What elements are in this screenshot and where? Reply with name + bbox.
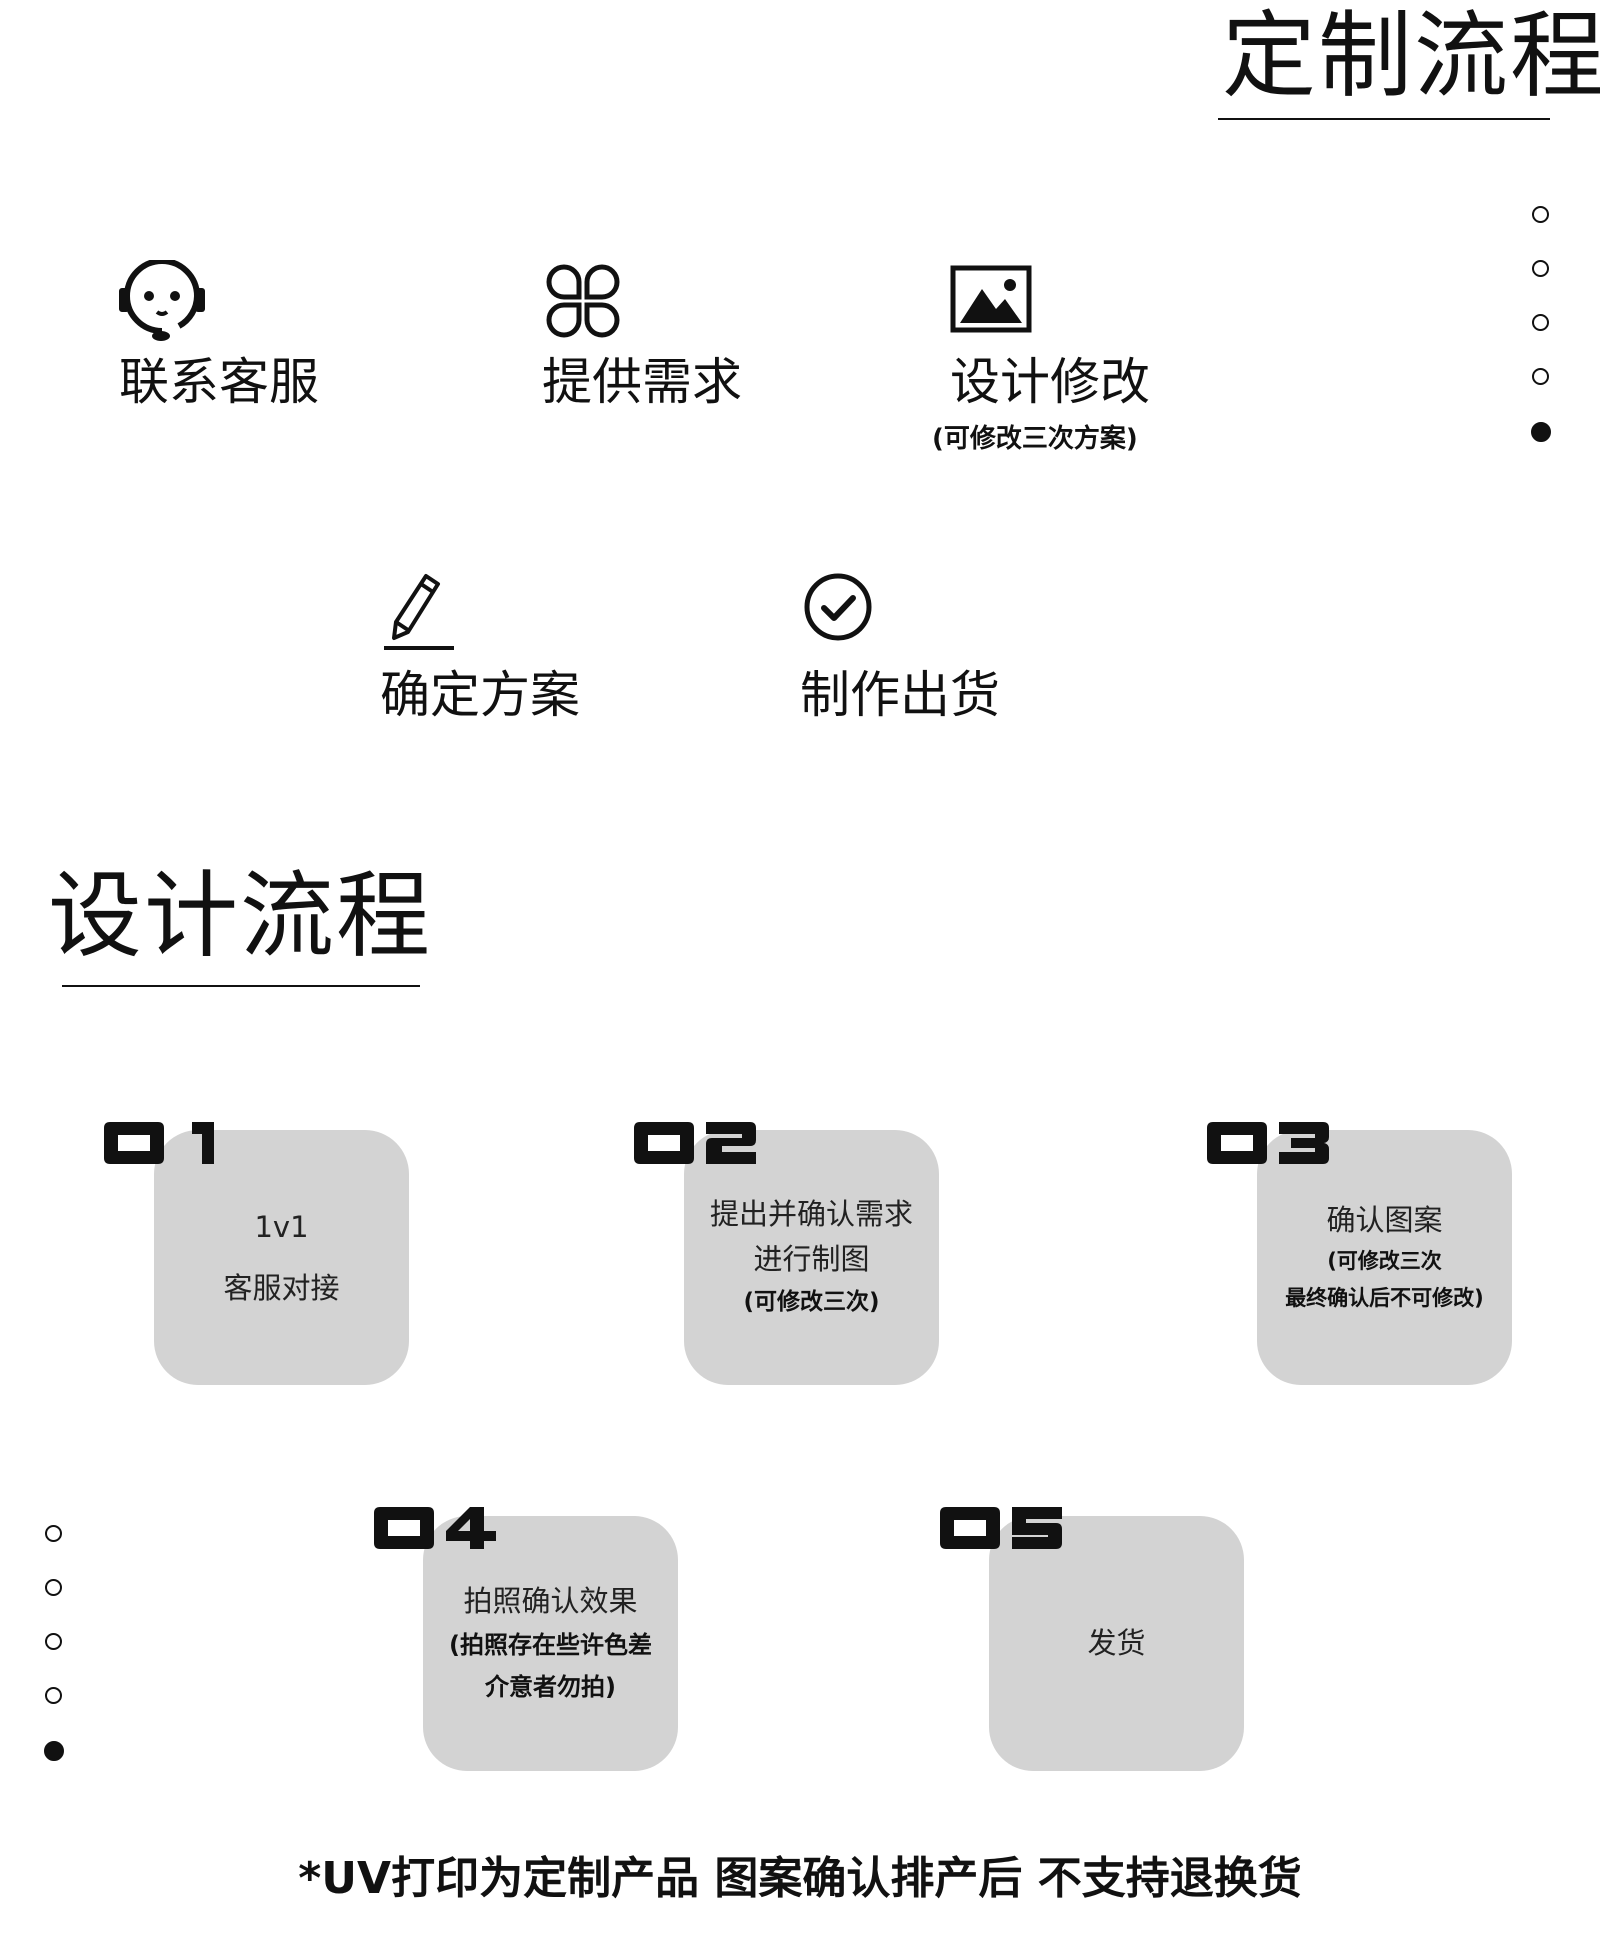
design-flow-title: 设计流程 — [48, 862, 433, 971]
flow-step-label: 确定方案 — [380, 666, 580, 724]
card-line: 确认图案 — [1326, 1203, 1443, 1238]
pagination-dot-active[interactable] — [44, 1741, 64, 1761]
card-line: 提出并确认需求 — [709, 1197, 913, 1232]
image-icon — [950, 265, 1032, 339]
design-step-card: 拍照确认效果 (拍照存在些许色差 介意者勿拍) — [423, 1516, 678, 1771]
flow-step-label: 制作出货 — [800, 666, 1000, 724]
card-note: (拍照存在些许色差 — [449, 1630, 652, 1659]
checkmark-circle-icon — [803, 572, 873, 646]
design-flow-pagination — [44, 1525, 69, 1798]
card-note: (可修改三次) — [743, 1289, 880, 1316]
pagination-dot[interactable] — [1532, 368, 1549, 385]
flow-step-label: 联系客服 — [119, 353, 319, 411]
pagination-dot[interactable] — [45, 1579, 62, 1596]
pagination-dot[interactable] — [1532, 314, 1549, 331]
pagination-dot[interactable] — [45, 1633, 62, 1650]
card-number-02 — [630, 1118, 760, 1172]
card-line: 进行制图 — [753, 1242, 870, 1277]
card-line: 发货 — [1087, 1626, 1146, 1661]
custom-flow-pagination — [1531, 206, 1556, 479]
design-step-card: 1v1 客服对接 — [154, 1130, 409, 1385]
pagination-dot[interactable] — [45, 1525, 62, 1542]
card-number-05 — [936, 1503, 1066, 1557]
flow-step-note: (可修改三次方案) — [932, 424, 1138, 454]
clover-icon — [542, 260, 624, 346]
footer-disclaimer: *UV打印为定制产品 图案确认排产后 不支持退换货 — [298, 1853, 1302, 1904]
design-step-card: 发货 — [989, 1516, 1244, 1771]
pagination-dot-active[interactable] — [1531, 422, 1551, 442]
design-flow-title-underline — [62, 985, 420, 987]
flow-step-label: 提供需求 — [542, 353, 742, 411]
card-line: 1v1 — [254, 1209, 309, 1244]
pencil-icon — [382, 570, 458, 656]
design-step-card: 提出并确认需求 进行制图 (可修改三次) — [684, 1130, 939, 1385]
pagination-dot[interactable] — [45, 1687, 62, 1704]
headset-icon — [119, 258, 205, 348]
card-note: (可修改三次 — [1327, 1249, 1442, 1274]
pagination-dot[interactable] — [1532, 206, 1549, 223]
design-step-card: 确认图案 (可修改三次 最终确认后不可修改) — [1257, 1130, 1512, 1385]
card-number-01 — [100, 1118, 230, 1172]
card-number-03 — [1203, 1118, 1333, 1172]
pagination-dot[interactable] — [1532, 260, 1549, 277]
card-line: 拍照确认效果 — [463, 1584, 638, 1619]
card-note: 介意者勿拍) — [485, 1672, 616, 1701]
custom-flow-title-underline — [1218, 118, 1550, 120]
custom-flow-title: 定制流程 — [1222, 2, 1600, 111]
card-line: 客服对接 — [223, 1270, 340, 1305]
card-note: 最终确认后不可修改) — [1285, 1285, 1484, 1310]
flow-step-label: 设计修改 — [950, 353, 1150, 411]
card-number-04 — [370, 1503, 500, 1557]
